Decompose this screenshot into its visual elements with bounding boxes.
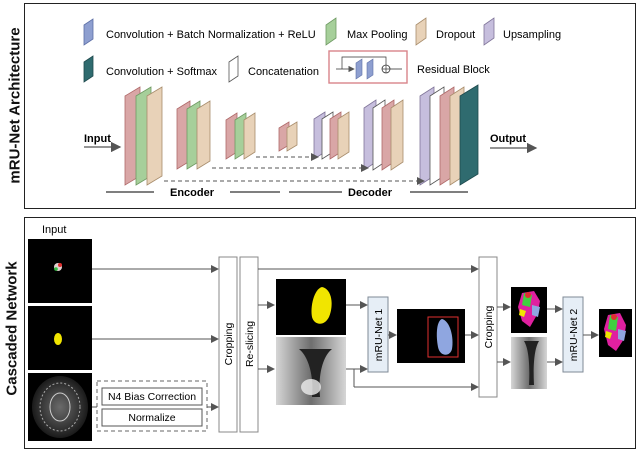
input-image-2 [28, 306, 92, 370]
architecture-diagram: Convolution + Batch Normalization + ReLU… [83, 17, 561, 199]
legend-residual-label: Residual Block [417, 64, 490, 76]
legend-softmax-swatch [83, 55, 94, 83]
encoder-block-2 [176, 100, 211, 170]
cropping-label-2: Cropping [483, 306, 495, 349]
legend-max-pooling: Max Pooling [325, 17, 408, 46]
legend-dropout-swatch [415, 17, 427, 46]
mru-net-2-label: mRU-Net 2 [568, 309, 580, 362]
legend-concat-swatch [228, 55, 239, 83]
normalize-label: Normalize [128, 412, 175, 424]
legend-residual-block: Residual Block [328, 50, 490, 84]
legend-concat-label: Concatenation [248, 66, 319, 78]
decoder-label: Decoder [348, 187, 393, 199]
cropped-mri-image [511, 337, 547, 389]
decoder-block-2 [363, 99, 404, 171]
cropped-segmentation-image [511, 287, 547, 333]
normalize-box [101, 408, 203, 427]
cropping-label-1: Cropping [223, 323, 235, 366]
input-image-3-brain [28, 373, 92, 441]
encoder-block-1 [124, 86, 163, 186]
encoder-label: Encoder [170, 187, 215, 199]
legend-conv-label: Convolution + Batch Normalization + ReLU [106, 29, 316, 41]
legend-conv-softmax: Convolution + Softmax [83, 55, 217, 83]
architecture-title: mRU-Net Architecture [6, 27, 24, 184]
crop-region-box [427, 316, 459, 358]
decoder-block-1 [313, 111, 350, 160]
input-label: Input [84, 133, 111, 145]
legend-conv-bn-relu: Convolution + Batch Normalization + ReLU [83, 18, 316, 46]
n4-bias-correction-box [101, 387, 203, 406]
cascade-diagram: Input N4 Bias Correction Normalize Cropp… [28, 224, 632, 441]
legend-upsampling-label: Upsampling [503, 29, 561, 41]
legend-conv-swatch [83, 18, 94, 46]
net1-output-image [397, 309, 465, 363]
mru-net-1-label: mRU-Net 1 [373, 309, 385, 362]
legend-upsampling-swatch [483, 17, 495, 46]
output-label: Output [490, 133, 526, 145]
cropping-box-2 [478, 256, 498, 398]
legend-upsampling: Upsampling [483, 17, 561, 46]
cascade-input-label: Input [42, 224, 66, 236]
resliced-segmentation-image [276, 279, 346, 335]
cascade-title: Cascaded Network [3, 261, 21, 396]
reslicing-box [239, 256, 259, 433]
legend-concatenation: Concatenation [228, 55, 319, 83]
legend-pool-swatch [325, 17, 337, 46]
cropping-box-1 [218, 256, 238, 433]
reslicing-label: Re-slicing [244, 321, 256, 367]
n4-bias-correction-label: N4 Bias Correction [108, 391, 196, 403]
legend-pool-label: Max Pooling [347, 29, 408, 41]
input-image-1 [28, 239, 92, 303]
resliced-mri-image [276, 337, 346, 405]
final-segmentation-image [599, 309, 632, 357]
encoder-block-3 [225, 112, 256, 160]
legend-dropout-label: Dropout [436, 29, 475, 41]
bottleneck-block [278, 121, 298, 152]
decoder-block-3 [419, 84, 479, 186]
legend-dropout: Dropout [415, 17, 475, 46]
legend-softmax-label: Convolution + Softmax [106, 66, 217, 78]
